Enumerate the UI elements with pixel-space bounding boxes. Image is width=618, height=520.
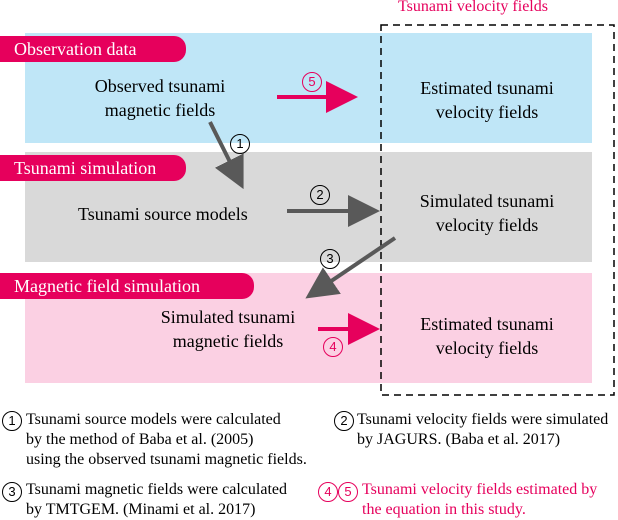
source-models-node: Tsunami source models: [78, 204, 248, 224]
arrow-4-number: 4: [323, 337, 343, 357]
note-1: Tsunami source models were calculated by…: [26, 411, 307, 468]
velocity-column-box: [380, 24, 615, 396]
arrow-5-number: 5: [302, 72, 322, 92]
observed-magnetic-node: Observed tsunami magnetic fields: [94, 76, 226, 120]
simulation-tag: Tsunami simulation: [0, 155, 186, 181]
note-4-number: 4: [318, 482, 338, 502]
velocity-column-title: Tsunami velocity fields: [398, 0, 548, 15]
note-2: Tsunami velocity fields were simulated b…: [357, 411, 609, 448]
note-45: Tsunami velocity fields estimated by the…: [362, 481, 598, 518]
arrow-3-number: 3: [320, 249, 340, 269]
observation-tag: Observation data: [0, 36, 186, 62]
note-5-number: 5: [338, 482, 358, 502]
arrow-1-number: 1: [230, 134, 250, 154]
estimated-velocity-node-top: Estimated tsunami velocity fields: [420, 78, 554, 122]
simulated-velocity-node: Simulated tsunami velocity fields: [419, 191, 555, 235]
arrow-3: [305, 236, 397, 299]
arrow-2-number: 2: [310, 185, 330, 205]
note-3-number: 3: [2, 482, 22, 502]
note-2-number: 2: [334, 411, 354, 431]
arrow-1: [208, 121, 244, 190]
note-1-number: 1: [2, 411, 22, 431]
magnetic-tag: Magnetic field simulation: [0, 273, 254, 299]
note-3: Tsunami magnetic fields were calculated …: [26, 481, 287, 518]
simulated-magnetic-node: Simulated tsunami magnetic fields: [160, 307, 296, 351]
estimated-velocity-node-bottom: Estimated tsunami velocity fields: [420, 314, 554, 358]
